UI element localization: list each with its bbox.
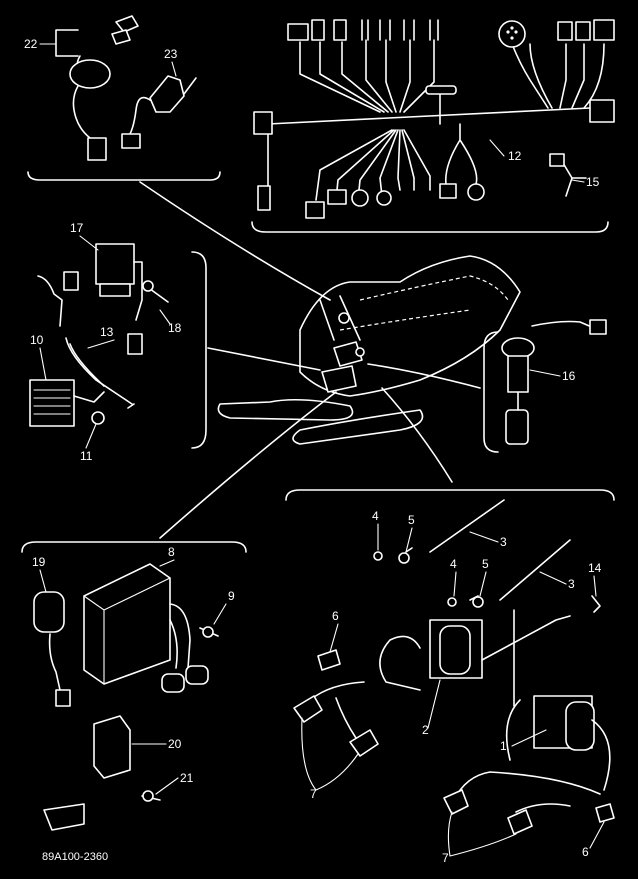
sled-leader-lines [139, 181, 481, 539]
part-label-2: 2 [422, 723, 429, 737]
part-label-16: 16 [562, 369, 576, 383]
wire-harness [253, 19, 615, 219]
part-label-7a: 7 [310, 787, 317, 801]
label-leaders [39, 43, 605, 857]
part-label-8: 8 [168, 545, 175, 559]
part-label-18: 18 [168, 321, 182, 335]
part-label-5a: 5 [408, 513, 415, 527]
part-label-3a: 3 [500, 535, 507, 549]
part-label-5b: 5 [482, 557, 489, 571]
part-label-4a: 4 [372, 509, 379, 523]
part-label-17: 17 [70, 221, 84, 235]
ignition-coil-assembly [293, 499, 615, 835]
part-label-13: 13 [100, 325, 114, 339]
group-brackets [21, 171, 615, 553]
part-label-3b: 3 [568, 577, 575, 591]
part-label-1: 1 [500, 739, 507, 753]
part-label-9: 9 [228, 589, 235, 603]
part-label-4b: 4 [450, 557, 457, 571]
fwd-label: FWD [55, 810, 82, 825]
snowmobile-outline [217, 255, 521, 445]
figure-code: 89A100-2360 [42, 851, 108, 863]
part-label-20: 20 [168, 737, 182, 751]
part-label-15: 15 [586, 175, 600, 189]
part-label-12: 12 [508, 149, 522, 163]
sensor-assembly [501, 319, 607, 445]
part-label-6b: 6 [582, 845, 589, 859]
part-label-7b: 7 [442, 851, 449, 865]
part-label-19: 19 [32, 555, 46, 569]
part-label-14: 14 [588, 561, 602, 575]
part-label-10: 10 [30, 333, 44, 347]
part-label-21: 21 [180, 771, 194, 785]
part-label-23: 23 [164, 47, 178, 61]
main-switch-assembly [55, 15, 197, 161]
part-label-11: 11 [80, 449, 93, 463]
part-label-6a: 6 [332, 609, 339, 623]
part-labels: 22 23 12 15 17 18 13 10 11 16 19 8 9 20 … [24, 37, 602, 865]
relay-regulator-assembly [29, 243, 169, 427]
part-label-22: 22 [24, 37, 38, 51]
cdi-assembly [33, 563, 219, 831]
